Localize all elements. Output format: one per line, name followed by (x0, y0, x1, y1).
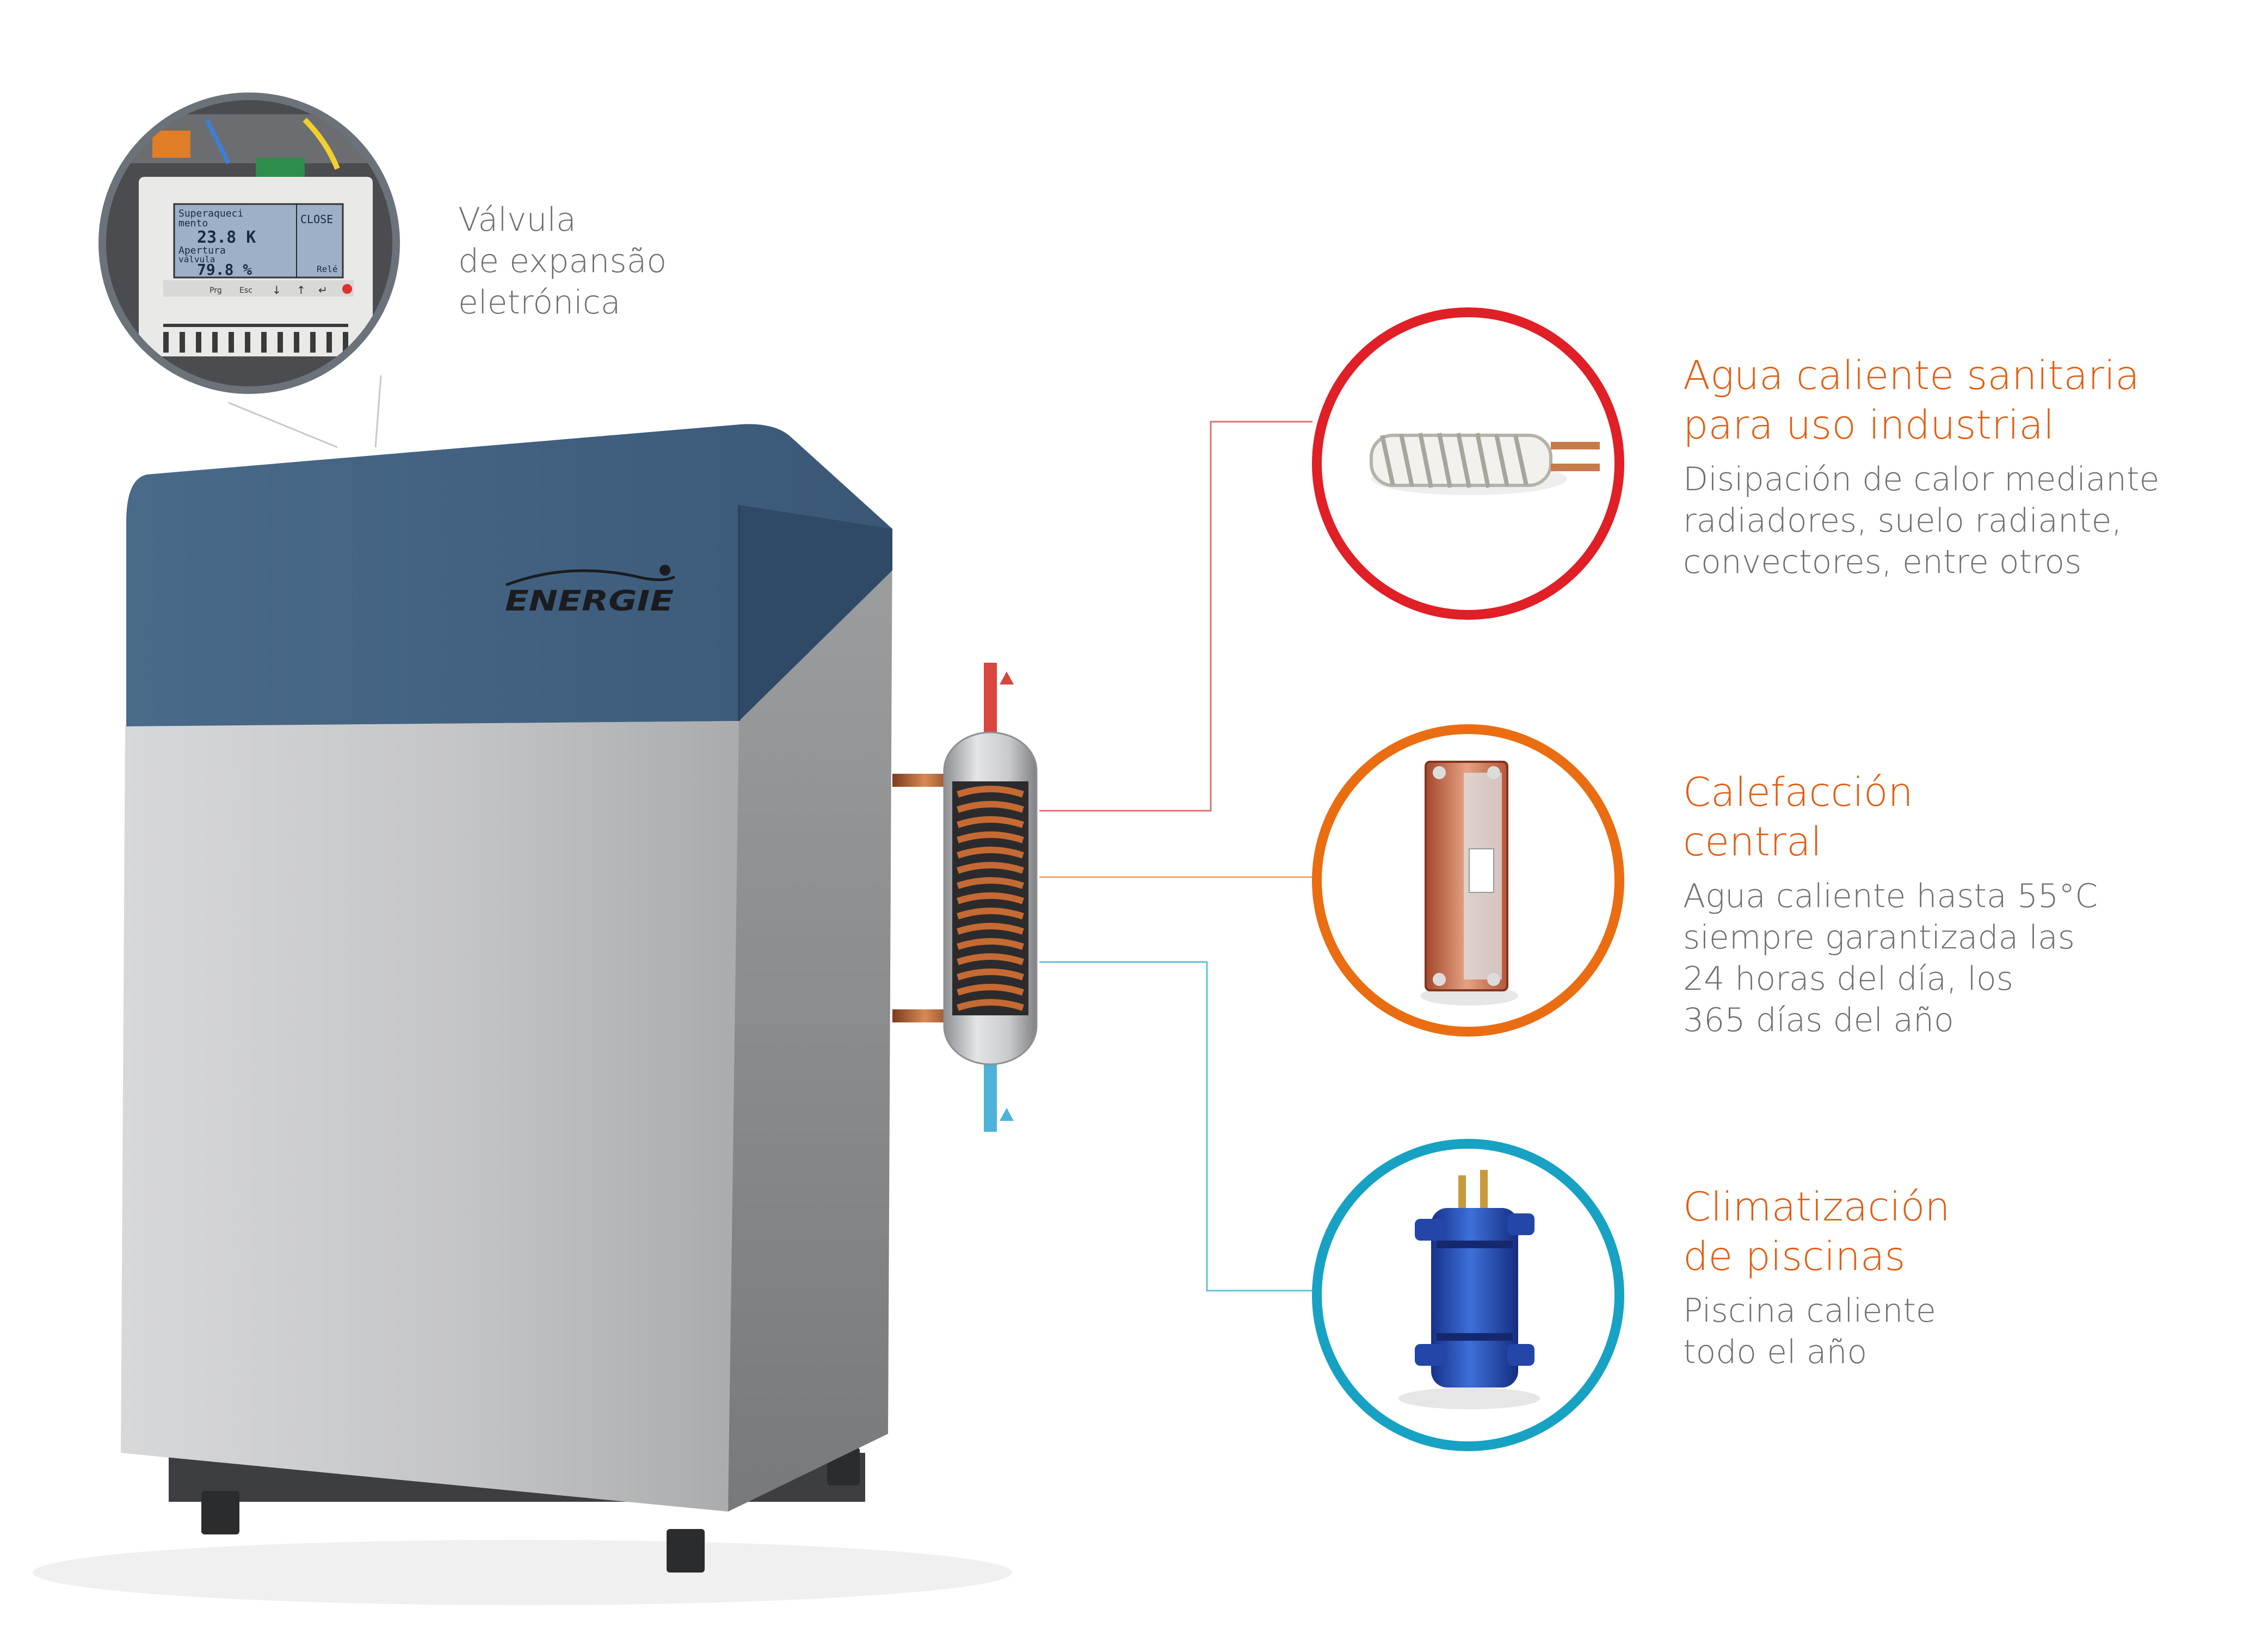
heat-exchanger-tank (892, 663, 1038, 1132)
feature-desc-line: Agua caliente hasta 55°C (1683, 877, 2098, 915)
controller-lcd (173, 203, 344, 279)
connector-line-red (1039, 421, 1312, 812)
lcd-line-2: mento (178, 218, 208, 229)
caption-line: Válvula (458, 201, 576, 239)
floor-shadow (33, 1540, 1012, 1605)
energie-logo: ENERGIE (505, 565, 676, 618)
plate-heat-exchanger-icon (1420, 761, 1518, 1006)
feature-description: Piscina caliente todo el año (1683, 1290, 2260, 1373)
feature-title-line: para uso industrial (1683, 402, 2055, 448)
controller-arrow-up: ↑ (297, 283, 306, 297)
unit-side-face (728, 505, 892, 1512)
cold-water-pipe (984, 1056, 997, 1132)
controller-din-clips (163, 324, 348, 353)
controller-arrow-down: ↓ (272, 283, 281, 297)
expansion-valve-caption: Válvula de expansão eletrónica (458, 199, 839, 323)
feature-desc-line: siempre garantizada las (1683, 918, 2075, 957)
feature-desc-line: convectores, entre otros (1683, 543, 2082, 581)
lcd-line-4: válvula (178, 254, 215, 264)
feature-central-heating: Calefacción central Agua caliente hasta … (1683, 768, 2260, 1041)
feature-title: Agua caliente sanitaria para uso industr… (1683, 351, 2260, 450)
feature-title-line: central (1683, 819, 1822, 865)
wire-blue (205, 119, 231, 164)
unit-foot-front-right (667, 1529, 705, 1573)
logo-dot (660, 565, 670, 576)
lcd-line-3: Apertura (178, 245, 226, 256)
controller-button-bar (163, 280, 354, 297)
app-circle-hot-water (1312, 307, 1624, 620)
feature-title-line: Climatización (1683, 1184, 1950, 1230)
feature-desc-line: radiadores, suelo radiante, (1683, 502, 2122, 540)
feature-title-line: de piscinas (1683, 1234, 1906, 1280)
heat-pump-unit (121, 424, 892, 1573)
unit-brand-logo: ENERGIE (505, 585, 674, 618)
feature-hot-water: Agua caliente sanitaria para uso industr… (1683, 351, 2260, 583)
app-circle-central-heating-ring (1312, 724, 1624, 1037)
feature-desc-line: Disipación de calor mediante (1683, 460, 2160, 498)
app-circle-pool-ring (1312, 1139, 1624, 1451)
lcd-close-label: CLOSE (300, 213, 333, 226)
lcd-value-opening: 79.8 % (197, 261, 252, 279)
controller-arrow-enter: ↵ (318, 283, 328, 297)
unit-top-side (739, 505, 892, 721)
caption-line: de expansão (458, 242, 667, 280)
feature-title: Calefacción central (1683, 768, 2260, 867)
terminal-orange (152, 131, 190, 158)
unit-top-shell (126, 424, 892, 726)
feature-desc-line: 24 horas del día, los (1683, 960, 2013, 998)
expansion-valve-zoom: Superaqueci mento 23.8 K Apertura válvul… (98, 93, 400, 394)
app-circle-hot-water-ring (1312, 307, 1624, 620)
unit-foot-front-left (201, 1491, 239, 1534)
pool-heat-exchanger-icon (1398, 1170, 1540, 1409)
lcd-value-superheat: 23.8 K (197, 228, 256, 247)
feature-pool: Climatización de piscinas Piscina calien… (1683, 1182, 2260, 1373)
zoom-connector-right (374, 375, 382, 448)
feature-title: Climatización de piscinas (1683, 1182, 2260, 1281)
electric-heating-coil-icon (1370, 433, 1600, 495)
lcd-line-1: Superaqueci (178, 208, 243, 219)
controller-button-esc: Esc (239, 286, 252, 295)
feature-title-line: Agua caliente sanitaria (1683, 353, 2140, 399)
cold-water-arrow-icon (1000, 1108, 1014, 1121)
feature-desc-line: 365 días del año (1683, 1001, 1954, 1039)
connector-line-cyan (1039, 961, 1312, 1292)
feature-description: Agua caliente hasta 55°C siempre garanti… (1683, 876, 2260, 1041)
feature-title-line: Calefacción (1683, 769, 1913, 816)
feature-description: Disipación de calor mediante radiadores,… (1683, 459, 2260, 583)
controller-button-prg: Prg (209, 286, 222, 295)
lcd-relay-label: Relé (317, 264, 338, 274)
zoom-connector-left (228, 402, 338, 448)
zoom-circle-ring (98, 93, 400, 394)
app-circle-pool (1312, 1139, 1624, 1451)
wire-yellow (303, 118, 340, 170)
terminal-green (256, 158, 305, 177)
hot-water-arrow-icon (1000, 671, 1014, 685)
feature-desc-line: todo el año (1683, 1333, 1868, 1371)
caption-line: eletrónica (458, 283, 621, 322)
logo-swoosh (506, 569, 676, 587)
unit-front-face (121, 721, 739, 1512)
controller-red-led (342, 284, 352, 294)
app-circle-central-heating (1312, 724, 1624, 1037)
copper-coil (957, 786, 1024, 1011)
feature-desc-line: Piscina caliente (1683, 1292, 1936, 1330)
